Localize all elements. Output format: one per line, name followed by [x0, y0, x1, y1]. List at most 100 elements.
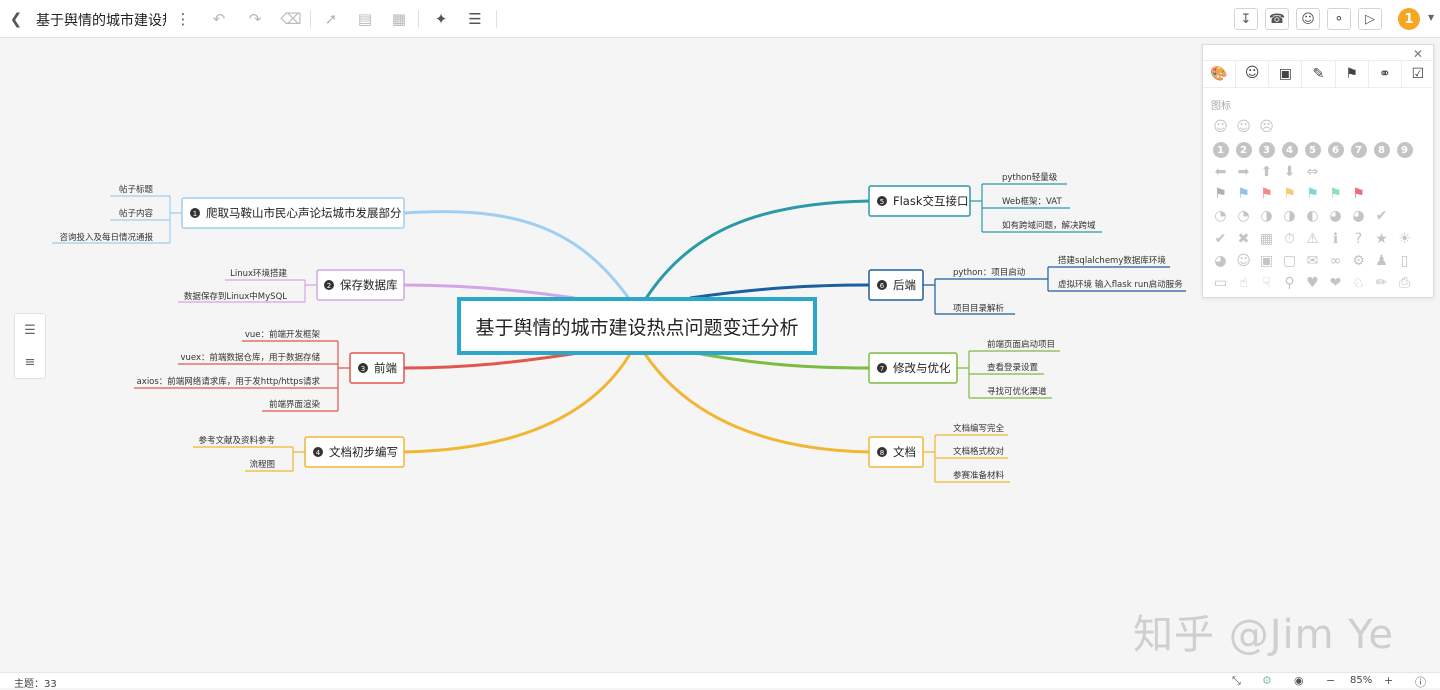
progress-0-icon[interactable]: ◔	[1214, 208, 1227, 224]
group-icon[interactable]: ☺	[1236, 253, 1251, 269]
branch-1-child-1[interactable]: 帖子标题	[119, 184, 154, 195]
document-icon[interactable]: ▭	[1213, 275, 1228, 291]
progress-done-icon[interactable]: ✔	[1375, 208, 1388, 224]
branch-1-child-2[interactable]: 帖子内容	[119, 208, 154, 219]
branch-3-label[interactable]: 前端	[374, 361, 397, 375]
flag-pink-icon[interactable]: ⚑	[1352, 186, 1365, 202]
caret-down-icon[interactable]: ▼	[1428, 13, 1435, 22]
flag-orange-icon[interactable]: ⚑	[1283, 186, 1296, 202]
handshake-icon[interactable]: ❤	[1329, 275, 1342, 291]
arrow-right-icon[interactable]: ➡	[1237, 164, 1250, 180]
link-icon[interactable]: ⚭	[1369, 61, 1402, 87]
mail-icon[interactable]: ✉	[1306, 253, 1319, 269]
mindmap-canvas[interactable]: 基于舆情的城市建设热点问题变迁分析 1 爬取马鞍山市民心声论坛城市发展部分 帖子…	[0, 38, 1440, 672]
stopwatch-icon[interactable]: ⏱	[1284, 231, 1295, 247]
flag-green-icon[interactable]: ⚑	[1329, 186, 1342, 202]
number-2-icon[interactable]: 2	[1235, 142, 1252, 158]
branch-4-label[interactable]: 文档初步编写	[329, 445, 398, 459]
thumbs-up-icon[interactable]: ☝	[1239, 275, 1248, 291]
close-icon[interactable]: ✕	[1412, 47, 1423, 61]
branch-2-label[interactable]: 保存数据库	[340, 278, 398, 292]
help-icon[interactable]: ⓘ	[1415, 676, 1426, 689]
info-icon[interactable]: ℹ	[1332, 231, 1339, 247]
neutral-face-icon[interactable]: ☺	[1236, 119, 1251, 135]
progress-87-icon[interactable]: ◕	[1352, 208, 1365, 224]
summary-icon[interactable]: ▤	[357, 10, 373, 28]
zoom-in-icon[interactable]: +	[1384, 674, 1394, 687]
chevron-left-icon[interactable]: ❮	[9, 10, 23, 28]
zoom-out-icon[interactable]: −	[1326, 674, 1336, 687]
branch-1-child-3[interactable]: 咨询投入及每日情况通报	[59, 232, 153, 243]
note-icon[interactable]: ✎	[1302, 61, 1336, 87]
branch-6-grandchild-2[interactable]: 虚拟环境 输入flask run启动服务	[1058, 279, 1183, 290]
flag-gray-icon[interactable]: ⚑	[1214, 186, 1227, 202]
paperclip-icon[interactable]: ∞	[1329, 253, 1342, 269]
progress-25-icon[interactable]: ◔	[1237, 208, 1250, 224]
more-vertical-icon[interactable]: ⋮	[175, 10, 191, 28]
pencil-icon[interactable]: ✏	[1375, 275, 1388, 291]
thumbs-down-icon[interactable]: ☟	[1262, 275, 1271, 291]
branch-6-label[interactable]: 后端	[893, 278, 916, 292]
lightbulb-icon[interactable]: ☀	[1398, 231, 1411, 247]
branch-7-label[interactable]: 修改与优化	[893, 361, 951, 375]
branch-5-child-2[interactable]: Web框架：VAT	[1002, 196, 1062, 207]
branch-3-child-1[interactable]: vue：前端开发框架	[245, 329, 321, 340]
layout-icon[interactable]: ⚙	[1262, 674, 1272, 687]
number-4-icon[interactable]: 4	[1281, 142, 1298, 158]
magic-wand-icon[interactable]: ✦	[434, 10, 448, 28]
progress-50-icon[interactable]: ◑	[1283, 208, 1296, 224]
branch-4-child-2[interactable]: 流程图	[249, 459, 275, 470]
mobile-icon[interactable]: ▯	[1400, 253, 1409, 269]
branch-4-child-1[interactable]: 参考文献及资料参考	[198, 435, 275, 446]
branch-5-child-1[interactable]: python轻量级	[1002, 172, 1058, 183]
number-9-icon[interactable]: 9	[1396, 142, 1413, 158]
outline-icon[interactable]: ☰	[24, 322, 36, 338]
branch-2-child-2[interactable]: 数据保存到Linux中MySQL	[184, 291, 287, 302]
arrow-up-icon[interactable]: ⬆	[1260, 164, 1273, 180]
branch-2-child-1[interactable]: Linux环境搭建	[230, 268, 287, 279]
arrow-both-icon[interactable]: ⇔	[1306, 164, 1319, 180]
connector-icon[interactable]: ➚	[324, 10, 338, 28]
pie-chart-icon[interactable]: ◕	[1214, 253, 1227, 269]
redo-icon[interactable]: ↷	[248, 10, 262, 28]
download-icon[interactable]: ↧	[1234, 8, 1258, 30]
warning-icon[interactable]: ⚠	[1306, 231, 1319, 247]
branch-7-child-2[interactable]: 查看登录设置	[987, 362, 1039, 373]
key-icon[interactable]: ⚲	[1284, 275, 1295, 291]
question-icon[interactable]: ?	[1354, 231, 1363, 247]
sliders-icon[interactable]: ☰	[468, 10, 482, 28]
flag-blue-icon[interactable]: ⚑	[1237, 186, 1250, 202]
branch-3-child-4[interactable]: 前端界面渲染	[269, 399, 321, 410]
locate-icon[interactable]: ◉	[1294, 674, 1304, 687]
progress-62-icon[interactable]: ◐	[1306, 208, 1319, 224]
central-topic[interactable]: 基于舆情的城市建设热点问题变迁分析	[475, 317, 798, 339]
number-8-icon[interactable]: 8	[1373, 142, 1390, 158]
smile-face-icon[interactable]: ☺	[1213, 119, 1228, 135]
branch-1-label[interactable]: 爬取马鞍山市民心声论坛城市发展部分	[206, 206, 402, 220]
flag-teal-icon[interactable]: ⚑	[1306, 186, 1319, 202]
person-icon[interactable]: ♟	[1375, 253, 1388, 269]
image-icon[interactable]: ▣	[1269, 61, 1303, 87]
branch-3-child-3[interactable]: axios：前端网络请求库，用于发http/https请求	[137, 376, 321, 387]
emoji-icon[interactable]: ☺	[1236, 61, 1270, 87]
lock-icon[interactable]: ▣	[1259, 253, 1274, 269]
number-7-icon[interactable]: 7	[1350, 142, 1367, 158]
user-avatar[interactable]: 1	[1398, 8, 1420, 30]
number-3-icon[interactable]: 3	[1258, 142, 1275, 158]
money-bag-icon[interactable]: ♘	[1352, 275, 1365, 291]
branch-5-label[interactable]: Flask交互接口	[893, 194, 969, 208]
number-1-icon[interactable]: 1	[1212, 142, 1229, 158]
task-icon[interactable]: ☑	[1402, 61, 1435, 87]
cross-circle-icon[interactable]: ✖	[1237, 231, 1250, 247]
palette-icon[interactable]: 🎨	[1203, 61, 1237, 87]
check-circle-icon[interactable]: ✔	[1214, 231, 1227, 247]
branch-8-child-1[interactable]: 文档编写完全	[953, 423, 1005, 434]
sad-face-icon[interactable]: ☹	[1259, 119, 1274, 135]
unlock-icon[interactable]: ▢	[1282, 253, 1297, 269]
branch-8-child-2[interactable]: 文档格式校对	[953, 446, 1005, 457]
calendar-icon[interactable]: ▦	[1259, 231, 1274, 247]
document-title[interactable]: 基于舆情的城市建设热点问题变迁分析	[36, 13, 166, 29]
phone-icon[interactable]: ☎	[1265, 8, 1289, 30]
branch-8-child-3[interactable]: 参赛准备材料	[953, 470, 1005, 481]
branch-6-grandchild-1[interactable]: 搭建sqlalchemy数据库环境	[1058, 255, 1166, 266]
